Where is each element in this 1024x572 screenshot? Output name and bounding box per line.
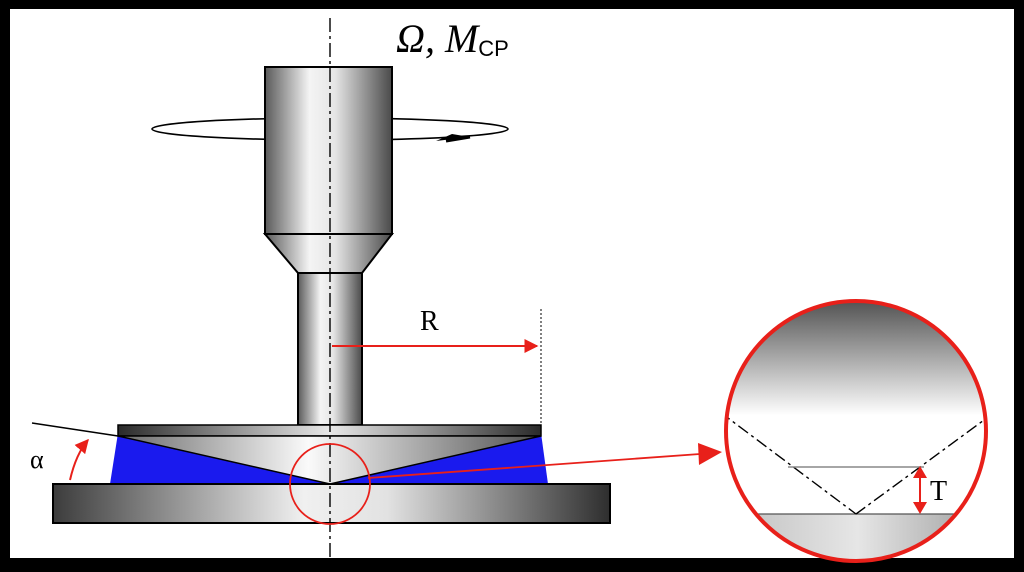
zoom-detail-content (726, 301, 986, 561)
gap-arrow-up-icon (913, 466, 927, 478)
rotation-arrow-stroke (445, 135, 471, 143)
radius-label: R (420, 306, 439, 337)
label-separator: , (425, 16, 445, 61)
bottom-plate (52, 483, 611, 524)
moment-subscript: CP (478, 36, 509, 61)
zoom-cone-surface (726, 301, 986, 514)
zoom-arrow-head-icon (698, 443, 722, 465)
cone-angle-line (31, 422, 119, 437)
alpha-arc (69, 438, 89, 481)
alpha-label: α (30, 445, 44, 474)
rotation-label: Ω, MCP (396, 16, 509, 61)
gap-label: T (930, 476, 947, 507)
zoom-detail-circle (724, 299, 988, 563)
zoom-cone-right-edge (855, 411, 986, 515)
spindle-body (264, 66, 393, 235)
zoom-connector-line (367, 453, 701, 479)
rotation-arrow-icon (436, 134, 470, 141)
zoom-cone-left-edge (726, 411, 857, 515)
omega-label: Ω (396, 16, 425, 61)
zoom-source-circle (289, 443, 371, 525)
moment-label: M (444, 16, 481, 61)
gap-arrow-down-icon (913, 502, 927, 514)
